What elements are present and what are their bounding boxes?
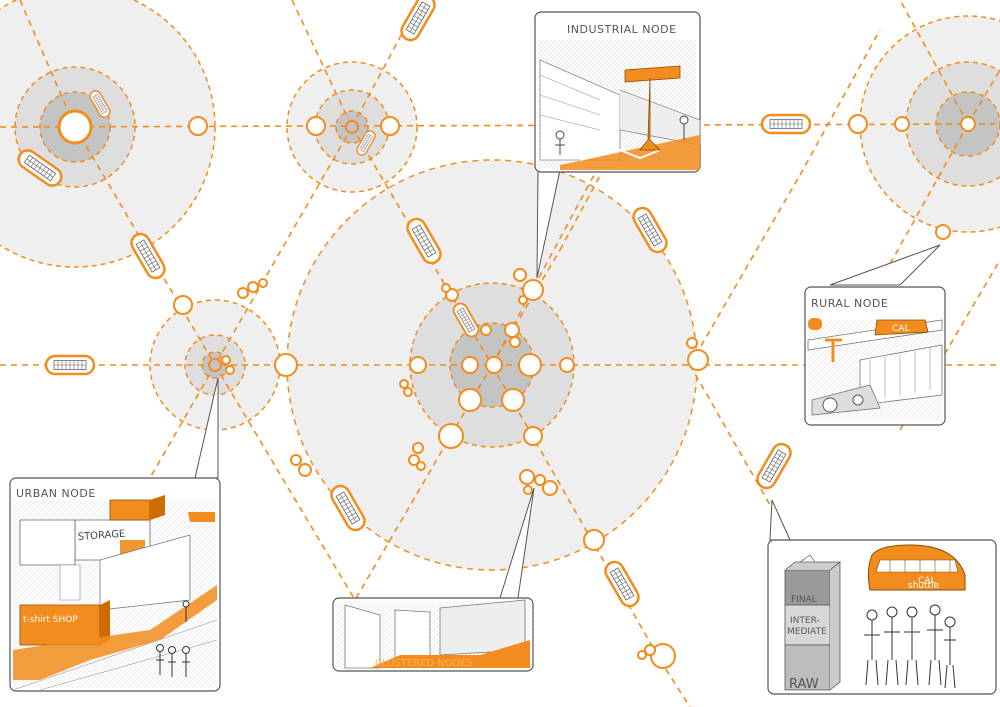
node-circle-icon [298,463,312,477]
rural-node-callout: RURAL NODE CAL [804,286,946,426]
intermediate-label-2: MEDIATE [787,627,827,637]
node-circle-icon [894,116,910,132]
rural-cal-label: CAL [892,324,909,334]
node-circle-icon [412,442,424,454]
node-circle-icon [173,295,193,315]
node-circle-icon [416,461,426,471]
node-circle-icon [513,268,527,282]
node-circle-icon [542,480,558,496]
node-circle-icon [380,116,400,136]
urban-node-label: URBAN NODE [16,487,96,500]
node-circle-icon [523,485,533,495]
shuttle-icon [396,0,440,45]
node-circle-icon [687,349,709,371]
clustered-nodes-callout: CLUSTERED NODES [332,597,534,672]
node-circle-icon [559,357,575,373]
cal-label: CAL [918,576,935,586]
node-circle-icon [237,287,249,299]
node-circle-icon [290,454,302,466]
node-circle-icon [57,109,93,145]
shuttle-icon [752,439,796,493]
node-circle-icon [522,279,544,301]
node-circles [57,109,976,669]
tshirt-shop-label: t-shirt SHOP [23,615,78,625]
node-circle-icon [458,388,482,412]
node-circle-icon [637,650,647,660]
clustered-nodes-label: CLUSTERED NODES [375,658,473,669]
shuttle-icon [44,354,96,376]
node-circle-icon [644,644,656,656]
node-circle-icon [583,529,605,551]
intermediate-label-1: INTER- [790,616,820,626]
node-circle-icon [518,295,528,305]
node-circle-icon [501,388,525,412]
raw-label: RAW [789,677,819,692]
node-circle-icon [225,365,235,375]
callout-pointers [194,169,941,599]
industrial-node-callout: INDUSTRIAL NODE [534,11,701,173]
node-circle-icon [345,120,359,134]
node-circle-icon [438,423,464,449]
people-figures [156,600,190,677]
node-circle-icon [247,281,259,293]
urban-node-callout: URBAN NODE STORAGE t-shirt SHOP [9,477,221,692]
node-circle-icon [409,356,427,374]
node-circle-icon [188,116,208,136]
node-circle-icon [504,322,520,338]
node-circle-icon [686,337,698,349]
node-circle-icon [935,224,951,240]
node-circle-icon [306,116,326,136]
shuttle-label: shuttle [908,581,940,591]
node-circle-icon [518,353,542,377]
node-circle-icon [848,114,868,134]
node-circle-icon [441,283,451,293]
node-circle-icon [960,116,976,132]
node-circle-icon [650,643,676,669]
node-circle-icon [408,454,420,466]
node-circle-icon [208,358,222,372]
node-circle-icon [480,324,492,336]
node-circle-icon [461,356,479,374]
node-circle-icon [258,278,268,288]
industrial-node-label: INDUSTRIAL NODE [567,23,677,36]
shuttle-icon [126,229,170,283]
people-figures [864,604,956,689]
node-circle-icon [534,474,546,486]
storage-label: STORAGE [77,529,125,543]
final-label: FINAL [791,595,817,605]
node-circle-icon [519,469,535,485]
node-circle-icon [274,353,298,377]
rural-node-label: RURAL NODE [811,297,888,310]
node-circle-icon [221,355,231,365]
node-circle-icon [403,387,413,397]
node-circle-icon [523,426,543,446]
node-circle-icon [485,356,503,374]
shuttle-icon [600,557,644,611]
node-circle-icon [509,336,521,348]
node-circle-icon [399,379,409,389]
supply-chain-callout: FINAL INTER- MEDIATE RAW CAL shuttle [767,539,997,695]
shuttle-icon [760,113,812,135]
